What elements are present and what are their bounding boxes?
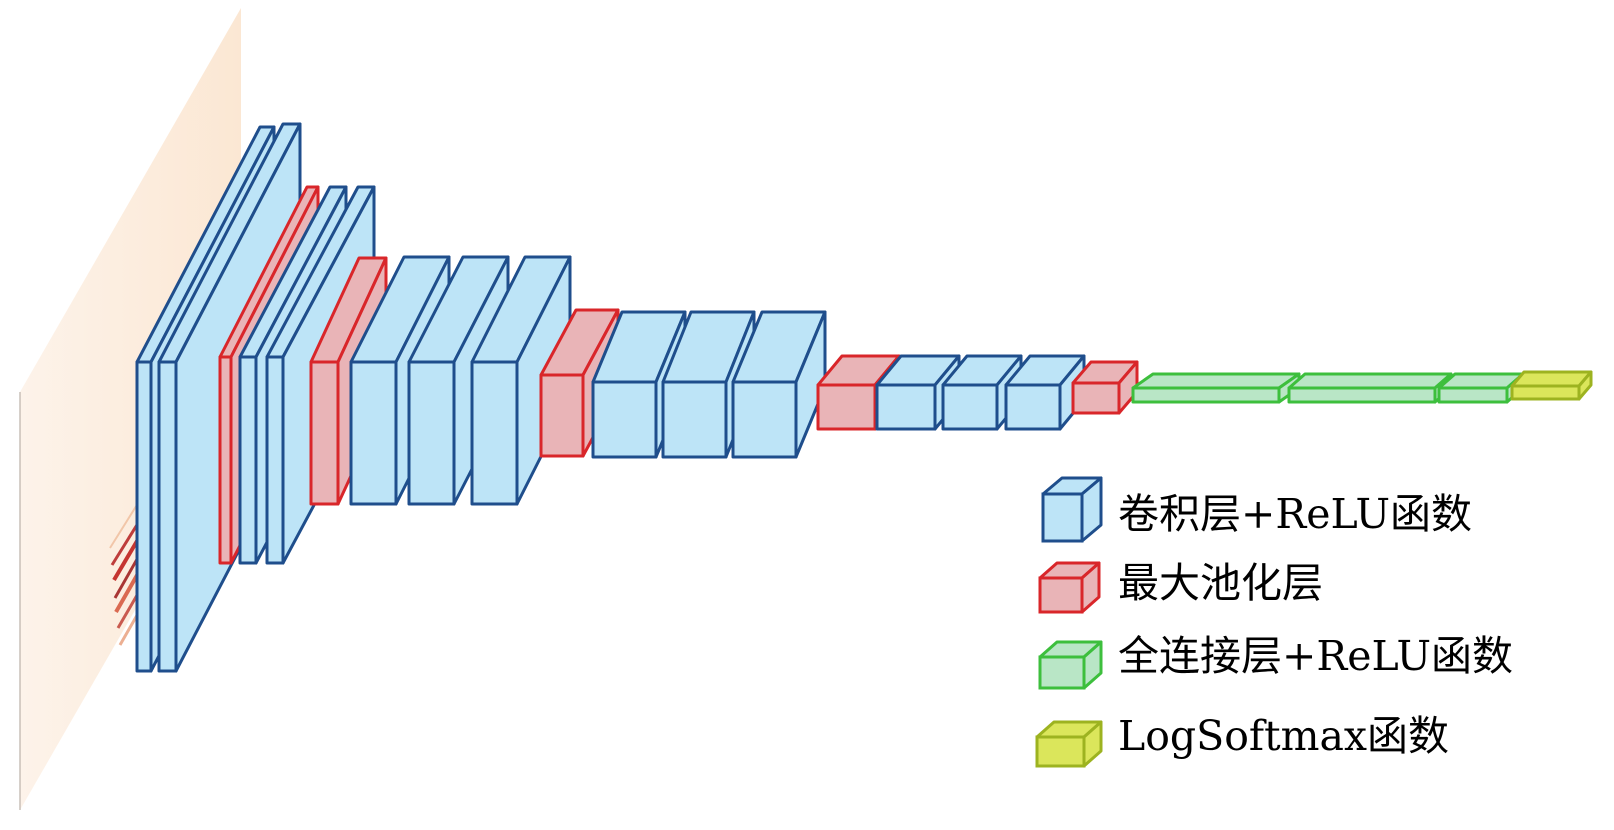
legend-item-softmax: LogSoftmax函数 [1035,712,1449,768]
layer-front-face [470,360,519,506]
input-signal-stripes [109,499,142,646]
layer-front-face [1071,381,1121,415]
legend-label-conv: 卷积层+ReLU函数 [1118,490,1472,538]
layer-front-face [1287,386,1437,404]
layer-front-face [218,355,233,565]
legend-item-conv: 卷积层+ReLU函数 [1041,476,1472,543]
legend-label-pool: 最大池化层 [1118,559,1323,607]
fc-layer-21 [1437,372,1525,404]
network-layers [135,122,1593,673]
conv-layer-13 [731,310,827,459]
layer-front-face [1510,384,1581,401]
legend-item-fc: 全连接层+ReLU函数 [1038,632,1513,690]
layer-front-face [731,380,798,459]
input-plane [20,8,241,810]
layer-front-face [407,360,456,506]
fc-layer-19 [1131,372,1301,404]
layer-front-face [349,360,398,506]
layer-front-face [661,380,728,459]
softmax-legend-swatch [1035,720,1103,768]
layer-front-face [941,383,999,431]
legend-label-fc: 全连接层+ReLU函数 [1118,632,1513,680]
legend: 卷积层+ReLU函数 最大池化层 全连接层+ReLU函数 [1035,476,1513,768]
legend-item-pool: 最大池化层 [1038,559,1323,614]
layer-front-face [1437,386,1509,404]
layer-front-face [1004,383,1062,431]
layer-front-face [875,383,937,431]
pool-layer-18 [1071,360,1139,415]
fc-layer-20 [1287,372,1453,404]
layer-front-face [591,380,658,459]
layer-front-face [157,360,178,673]
layer-front-face [309,360,340,506]
input-image [19,8,241,810]
layer-front-face [816,383,877,431]
legend-label-softmax: LogSoftmax函数 [1118,712,1449,760]
layer-front-face [135,360,153,673]
layer-front-face [238,355,258,565]
fc-legend-swatch [1038,640,1103,690]
layer-front-face [539,373,585,458]
softmax-layer-22 [1510,370,1593,401]
pool-legend-swatch [1038,561,1101,614]
layer-top-face [1287,372,1453,390]
layer-front-face [265,355,285,565]
layer-top-face [1131,372,1301,390]
conv-legend-swatch [1041,476,1103,543]
layer-front-face [1131,386,1281,404]
